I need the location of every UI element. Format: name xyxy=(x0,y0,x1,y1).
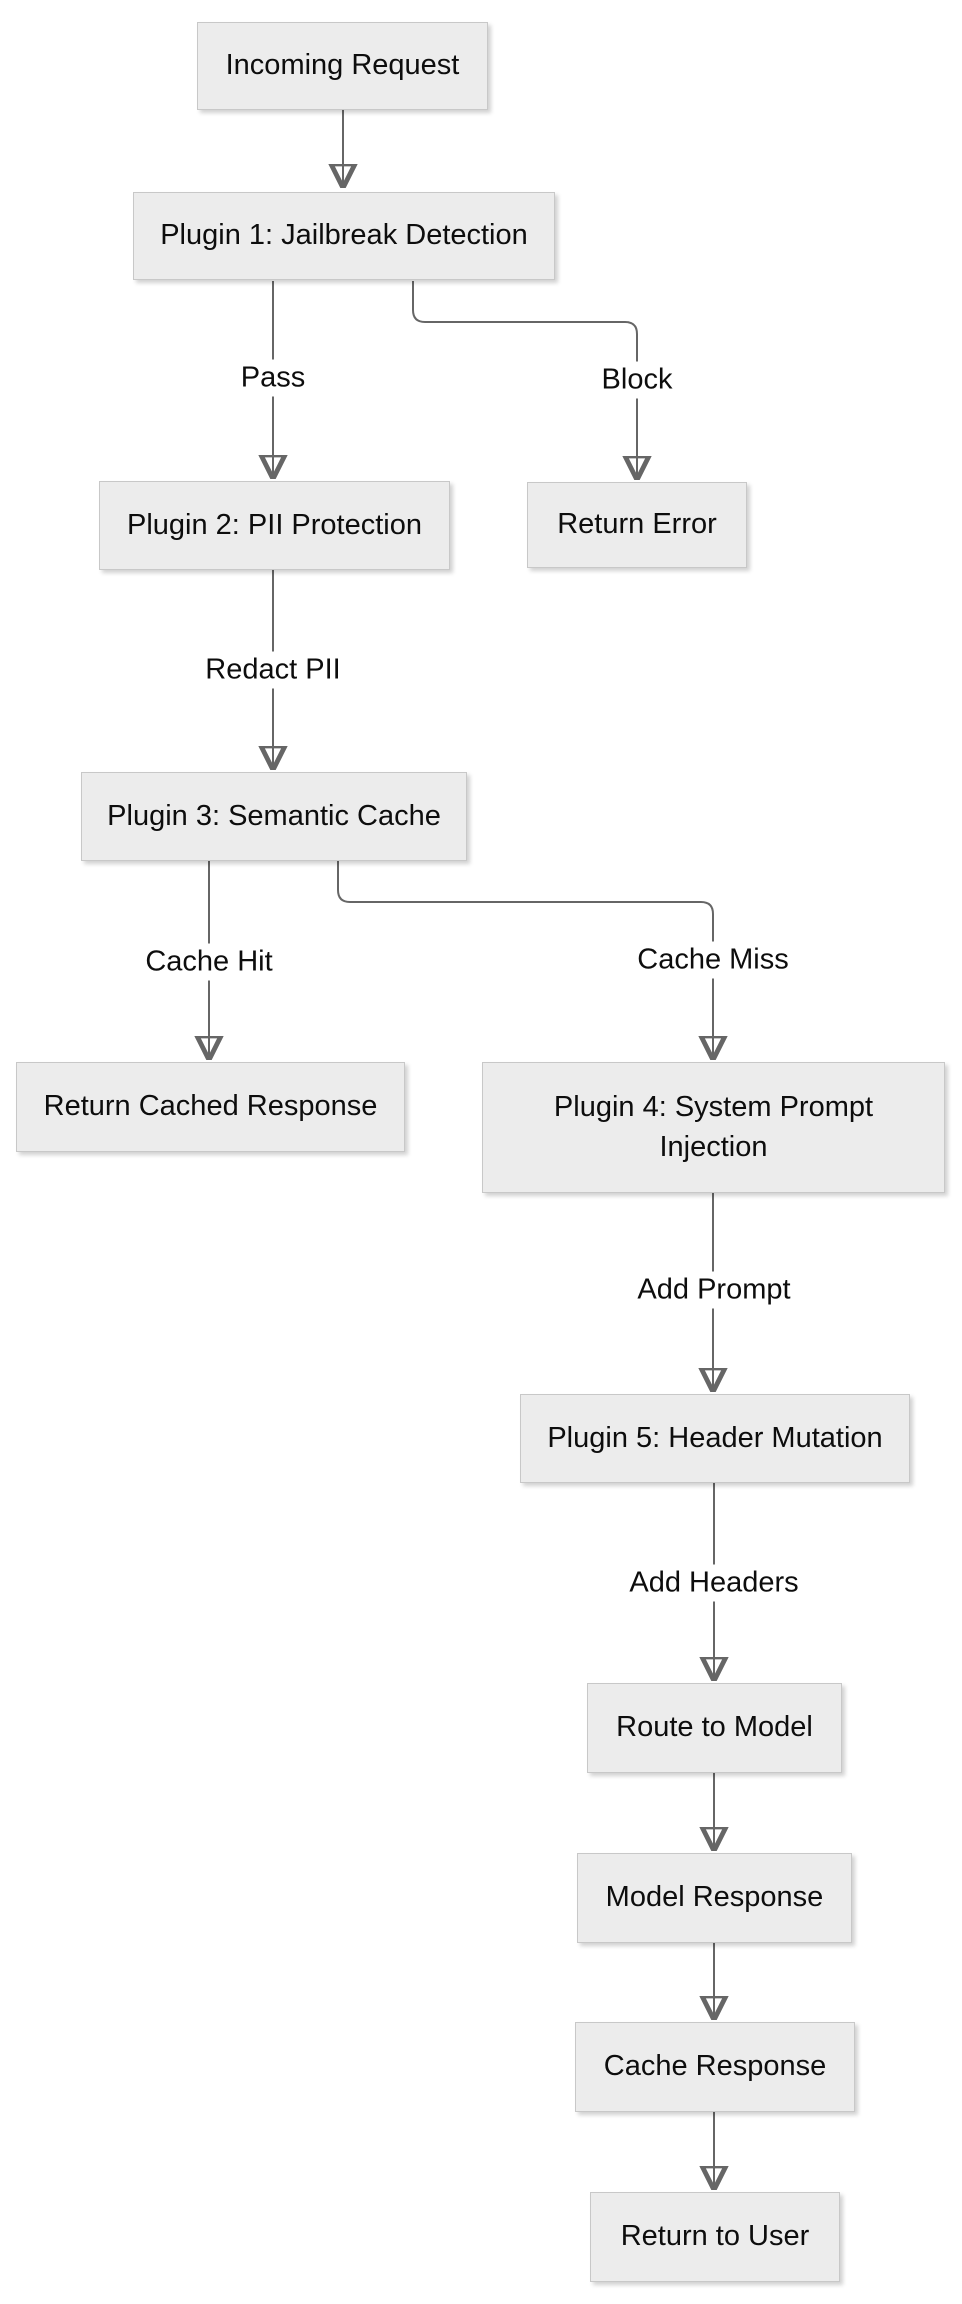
edge-label-add-headers: Add Headers xyxy=(619,1564,809,1602)
edge-plugin1-to-return-error xyxy=(412,281,637,480)
node-label: Plugin 1: Jailbreak Detection xyxy=(160,219,528,252)
node-label: Route to Model xyxy=(616,1711,813,1744)
node-plugin3-semantic-cache: Plugin 3: Semantic Cache xyxy=(81,772,467,861)
node-incoming-request: Incoming Request xyxy=(197,22,488,110)
node-plugin1-jailbreak-detection: Plugin 1: Jailbreak Detection xyxy=(133,192,555,280)
node-route-to-model: Route to Model xyxy=(587,1683,842,1773)
edge-plugin3-to-plugin4 xyxy=(337,861,713,1060)
node-label: Model Response xyxy=(605,1881,824,1914)
node-plugin4-system-prompt-injection: Plugin 4: System Prompt Injection xyxy=(482,1062,945,1193)
edge-label-pass: Pass xyxy=(230,359,316,397)
node-label: Return Error xyxy=(557,508,717,541)
edge-label-redact-pii: Redact PII xyxy=(195,651,351,689)
node-label: Cache Response xyxy=(603,2050,827,2083)
node-plugin5-header-mutation: Plugin 5: Header Mutation xyxy=(520,1394,910,1483)
edge-label-cache-miss: Cache Miss xyxy=(627,941,799,979)
node-label: Return to User xyxy=(620,2220,810,2253)
node-label: Plugin 2: PII Protection xyxy=(127,508,422,541)
node-label: Incoming Request xyxy=(225,49,460,82)
node-plugin2-pii-protection: Plugin 2: PII Protection xyxy=(99,481,450,570)
node-return-to-user: Return to User xyxy=(590,2192,840,2282)
node-return-cached-response: Return Cached Response xyxy=(16,1062,405,1152)
edge-label-add-prompt: Add Prompt xyxy=(627,1271,801,1309)
edge-label-block: Block xyxy=(591,361,683,399)
node-cache-response: Cache Response xyxy=(575,2022,855,2112)
node-return-error: Return Error xyxy=(527,482,747,568)
node-model-response: Model Response xyxy=(577,1853,852,1943)
edge-label-cache-hit: Cache Hit xyxy=(135,943,283,981)
node-label: Plugin 4: System Prompt Injection xyxy=(553,1091,874,1163)
node-label: Plugin 5: Header Mutation xyxy=(547,1421,883,1454)
node-label: Plugin 3: Semantic Cache xyxy=(107,799,441,832)
node-label: Return Cached Response xyxy=(43,1090,378,1123)
